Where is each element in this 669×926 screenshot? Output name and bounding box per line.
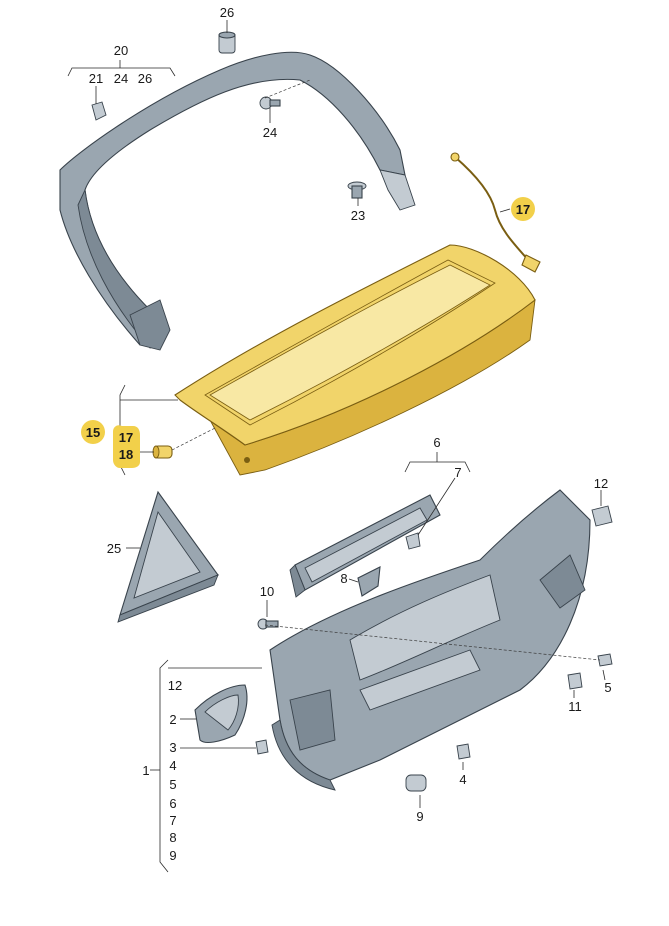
clip-11 <box>567 672 583 690</box>
grip-strip-6 <box>289 494 441 598</box>
label-20: 20 <box>114 43 128 58</box>
assembly-line-24 <box>264 79 311 99</box>
pin-24 <box>259 96 281 110</box>
bracket-8 <box>357 566 381 597</box>
label-5: 5 <box>604 680 611 695</box>
label-1: 1 <box>142 763 149 778</box>
label-21: 21 <box>89 71 103 86</box>
label-12-right: 12 <box>594 476 608 491</box>
clip-7 <box>405 532 421 550</box>
clip-3 <box>255 739 269 755</box>
label-7: 7 <box>454 465 461 480</box>
clip-21 <box>91 101 107 121</box>
clip-4 <box>456 743 471 760</box>
cable-17 <box>450 152 541 273</box>
group1-item: 8 <box>169 830 176 845</box>
plug-18 <box>152 445 173 459</box>
screw-10 <box>257 618 279 630</box>
label-6: 6 <box>433 435 440 450</box>
tailgate-trim <box>269 489 591 791</box>
group1-item: 6 <box>169 796 176 811</box>
label-11: 11 <box>568 699 582 714</box>
group1-item: 9 <box>169 848 176 863</box>
label-24-group: 24 <box>114 71 128 86</box>
label-9: 9 <box>416 809 423 824</box>
label-24: 24 <box>263 125 277 140</box>
parcel-shelf <box>174 244 536 476</box>
label-8: 8 <box>340 571 347 586</box>
highlight-15 <box>81 420 105 444</box>
label-10: 10 <box>260 584 274 599</box>
clip-26 <box>218 31 236 54</box>
plug-9 <box>405 774 427 792</box>
label-2: 2 <box>169 712 176 727</box>
label-4-right: 4 <box>459 772 466 787</box>
assembly-line-10 <box>264 624 601 661</box>
upper-frame-trim <box>59 51 416 351</box>
highlight-17-cable <box>511 197 535 221</box>
label-18: 18 <box>119 447 133 462</box>
group1-item: 7 <box>169 813 176 828</box>
label-26-top: 26 <box>220 5 234 20</box>
clip-5 <box>597 653 613 667</box>
label-15: 15 <box>86 425 100 440</box>
label-17: 17 <box>119 430 133 445</box>
label-17-cable: 17 <box>516 202 530 217</box>
label-3: 3 <box>169 740 176 755</box>
group1-item: 12 <box>168 678 182 693</box>
clip-12-right <box>591 505 613 527</box>
label-23: 23 <box>351 208 365 223</box>
assembly-line-18 <box>171 427 216 451</box>
label-26-group: 26 <box>138 71 152 86</box>
group1-item: 5 <box>169 777 176 792</box>
group1-item: 4 <box>169 758 176 773</box>
triangle-cover-25 <box>117 490 219 623</box>
cover-2 <box>194 684 248 744</box>
pushpin-23 <box>347 181 367 199</box>
highlight-17-18 <box>113 425 140 468</box>
label-25: 25 <box>107 541 121 556</box>
